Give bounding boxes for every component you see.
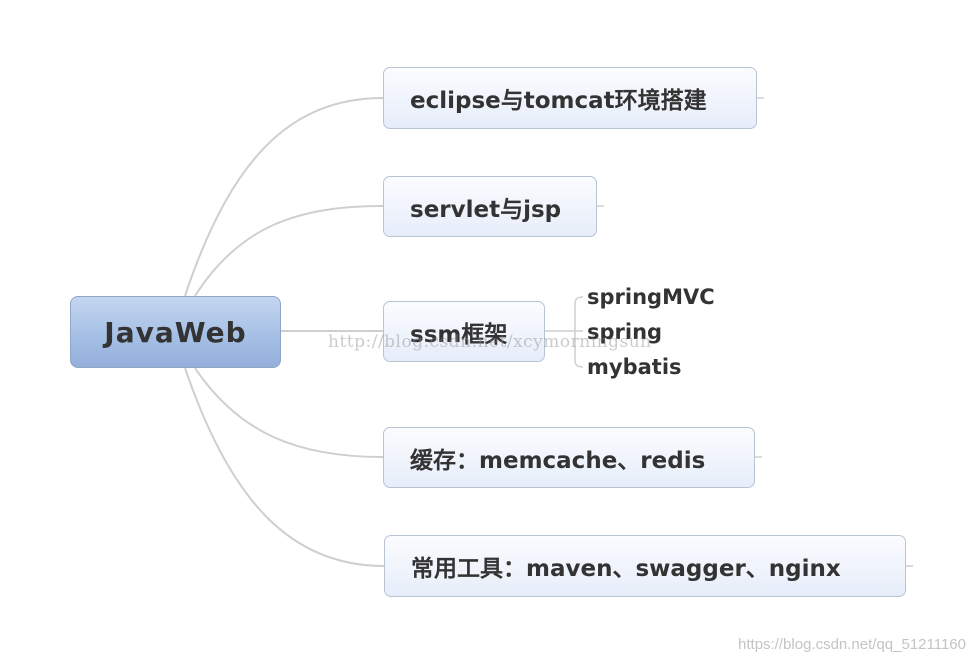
connector-branch-5 [184, 367, 385, 567]
connector-ssm-bracket [574, 296, 584, 368]
branch-node-eclipse-tomcat[interactable]: eclipse与tomcat环境搭建 [383, 67, 757, 129]
branch-node-label: eclipse与tomcat环境搭建 [410, 88, 707, 114]
branch-node-label: ssm框架 [410, 321, 508, 348]
connector-branch-2 [194, 205, 384, 297]
branch-node-servlet-jsp[interactable]: servlet与jsp [383, 176, 597, 237]
root-node[interactable]: JavaWeb [70, 296, 281, 368]
branch-node-label: 缓存：memcache、redis [410, 447, 706, 474]
leaf-node-mybatis[interactable]: mybatis [587, 355, 682, 379]
watermark-corner: https://blog.csdn.net/qq_51211160 [738, 636, 966, 653]
branch-node-label: 常用工具：maven、swagger、nginx [411, 556, 841, 582]
connector-branch-1 [184, 97, 384, 297]
leaf-node-spring[interactable]: spring [587, 320, 663, 344]
watermark-center: http://blog.csdn.net/xcymorningsun [328, 332, 652, 352]
branch-node-label: servlet与jsp [410, 196, 562, 223]
connector-branch-4 [194, 367, 384, 458]
branch-node-tools[interactable]: 常用工具：maven、swagger、nginx [384, 535, 906, 597]
branch-node-cache[interactable]: 缓存：memcache、redis [383, 427, 755, 488]
branch-node-ssm[interactable]: ssm框架 [383, 301, 545, 362]
leaf-node-springmvc[interactable]: springMVC [587, 285, 715, 309]
root-node-label: JavaWeb [104, 315, 247, 349]
